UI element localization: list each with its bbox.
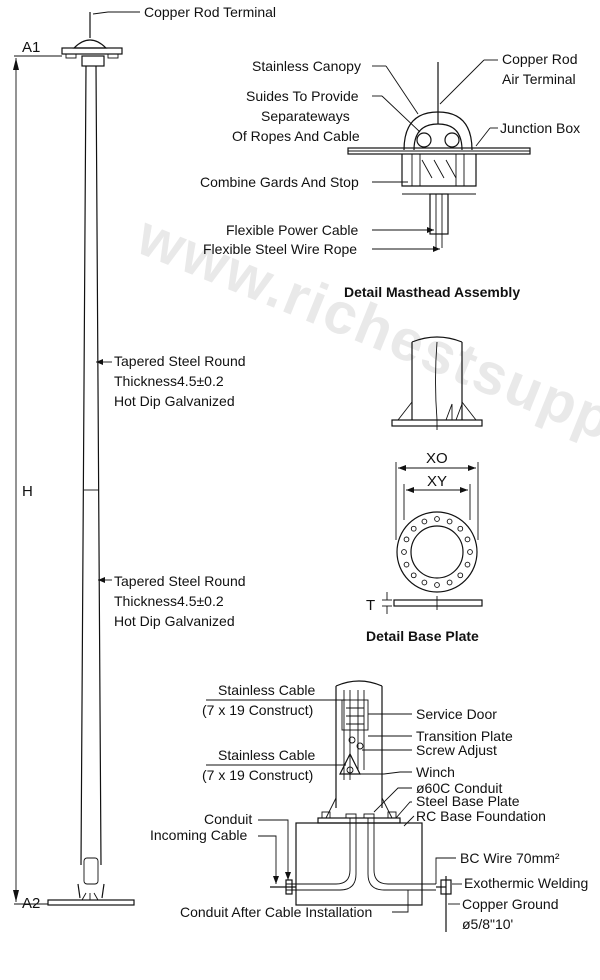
label-incoming-cable: Incoming Cable — [150, 827, 247, 843]
base-plate-side — [391, 336, 483, 430]
label-screw-adjust: Screw Adjust — [416, 742, 497, 758]
bolt-hole — [457, 525, 464, 532]
label-bc-wire: BC Wire 70mm² — [460, 850, 560, 866]
label-upper-section-1: Tapered Steel Round — [114, 353, 246, 369]
label-service-door: Service Door — [416, 706, 497, 722]
label-upper-section-3: Hot Dip Galvanized — [114, 393, 235, 409]
dim-a1: A1 — [22, 39, 40, 56]
label-guides-3: Of Ropes And Cable — [232, 128, 360, 144]
base-plate-bolts — [401, 516, 473, 588]
masthead-pipe — [429, 193, 449, 235]
label-conduit-60c: ø60C Conduit — [416, 780, 502, 796]
base-plate-inner-ring — [410, 525, 464, 579]
label-junction-box: Junction Box — [500, 120, 580, 136]
label-exothermic-welding: Exothermic Welding — [464, 875, 588, 891]
bolt-hole — [421, 518, 428, 525]
dim-xo: XO — [426, 450, 448, 467]
label-stainless-cable-1a: Stainless Cable — [218, 682, 315, 698]
label-flexible-steel-wire-rope: Flexible Steel Wire Rope — [203, 241, 357, 257]
pole-shaft — [80, 65, 102, 866]
label-copper-rod-terminal: Copper Rod Terminal — [144, 4, 276, 20]
masthead-sheave-left — [416, 132, 432, 148]
label-guides-2: Separateways — [261, 108, 350, 124]
bolt-hole — [434, 516, 440, 522]
label-steel-base-plate: Steel Base Plate — [416, 793, 520, 809]
bolt-hole — [434, 582, 440, 588]
base-plate-top: XO XY T — [366, 450, 483, 614]
height-dimension: A1 A2 H — [13, 39, 62, 912]
label-winch: Winch — [416, 764, 455, 780]
masthead-sheave-right — [444, 132, 460, 148]
dim-h: H — [22, 483, 33, 500]
masthead-guard-box — [401, 154, 477, 187]
bolt-hole — [403, 536, 410, 543]
label-stainless-canopy: Stainless Canopy — [252, 58, 361, 74]
label-stainless-cable-1b: (7 x 19 Construct) — [202, 702, 313, 718]
pole-service-door — [83, 857, 99, 885]
label-combine-gards: Combine Gards And Stop — [200, 174, 359, 190]
bolt-hole — [401, 549, 407, 555]
dim-a2: A2 — [22, 895, 40, 912]
label-copper-rod-air-2: Air Terminal — [502, 71, 576, 87]
title-base-plate-detail: Detail Base Plate — [366, 628, 479, 644]
label-guides-1: Suides To Provide — [246, 88, 359, 104]
label-upper-section-2: Thickness4.5±0.2 — [114, 373, 224, 389]
label-conduit-after: Conduit After Cable Installation — [180, 904, 372, 920]
bolt-hole — [410, 572, 417, 579]
label-conduit: Conduit — [204, 811, 252, 827]
base-steel-plate — [317, 817, 401, 824]
title-masthead-detail: Detail Masthead Assembly — [344, 284, 520, 300]
label-lower-section-1: Tapered Steel Round — [114, 573, 246, 589]
label-stainless-cable-2a: Stainless Cable — [218, 747, 315, 763]
base-detail — [270, 680, 452, 932]
bolt-hole — [446, 579, 453, 586]
bolt-hole — [403, 561, 410, 568]
pole-masthead-plate — [61, 47, 123, 55]
bolt-hole — [421, 579, 428, 586]
pole-base-plate — [47, 899, 135, 906]
label-stainless-cable-2b: (7 x 19 Construct) — [202, 767, 313, 783]
base-winch — [339, 752, 361, 775]
pole-canopy — [72, 39, 108, 49]
masthead-canopy — [403, 111, 473, 151]
pole-drawing — [47, 12, 135, 906]
base-plate-thickness-view — [393, 599, 483, 607]
dim-t: T — [366, 597, 375, 614]
bolt-hole — [410, 525, 417, 532]
label-copper-rod-air-1: Copper Rod — [502, 51, 578, 67]
pole-head-collar — [81, 55, 105, 67]
label-copper-ground-2: ø5/8"10' — [462, 916, 513, 932]
label-lower-section-2: Thickness4.5±0.2 — [114, 593, 224, 609]
label-copper-ground-1: Copper Ground — [462, 896, 559, 912]
dim-xy: XY — [427, 473, 447, 490]
base-plate-outer-ring — [396, 511, 478, 593]
bolt-hole — [467, 549, 473, 555]
label-flexible-power-cable: Flexible Power Cable — [226, 222, 358, 238]
base-pole-shaft — [335, 686, 383, 808]
label-transition-plate: Transition Plate — [416, 728, 513, 744]
masthead-detail — [347, 62, 531, 248]
bolt-hole — [464, 536, 471, 543]
bolt-hole — [446, 518, 453, 525]
label-rc-base-foundation: RC Base Foundation — [416, 808, 546, 824]
base-exothermic-weld — [440, 879, 452, 895]
bolt-hole — [457, 572, 464, 579]
base-rc-foundation — [295, 822, 423, 906]
bolt-hole — [464, 561, 471, 568]
label-lower-section-3: Hot Dip Galvanized — [114, 613, 235, 629]
